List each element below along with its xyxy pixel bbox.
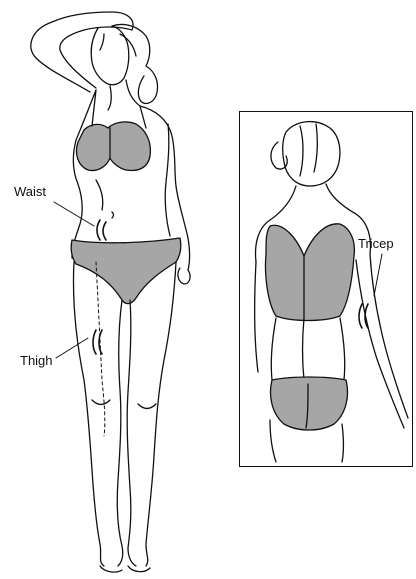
waist-marker <box>97 220 106 240</box>
raised-arm <box>31 12 133 92</box>
torso-left <box>72 90 96 258</box>
waist-label: Waist <box>14 184 46 199</box>
thigh-leader <box>56 338 88 358</box>
thigh-marker <box>93 330 102 354</box>
waist-leader <box>54 202 94 226</box>
head <box>91 26 129 85</box>
tricep-label: Tricep <box>358 236 394 251</box>
thigh-label: Thigh <box>20 353 53 368</box>
left-leg <box>73 262 104 566</box>
front-figure <box>31 12 190 572</box>
right-leg <box>146 262 176 566</box>
inset-frame <box>239 111 413 467</box>
front-bra <box>76 122 150 171</box>
hair <box>112 24 158 103</box>
feet <box>100 566 150 572</box>
front-briefs <box>71 238 181 304</box>
